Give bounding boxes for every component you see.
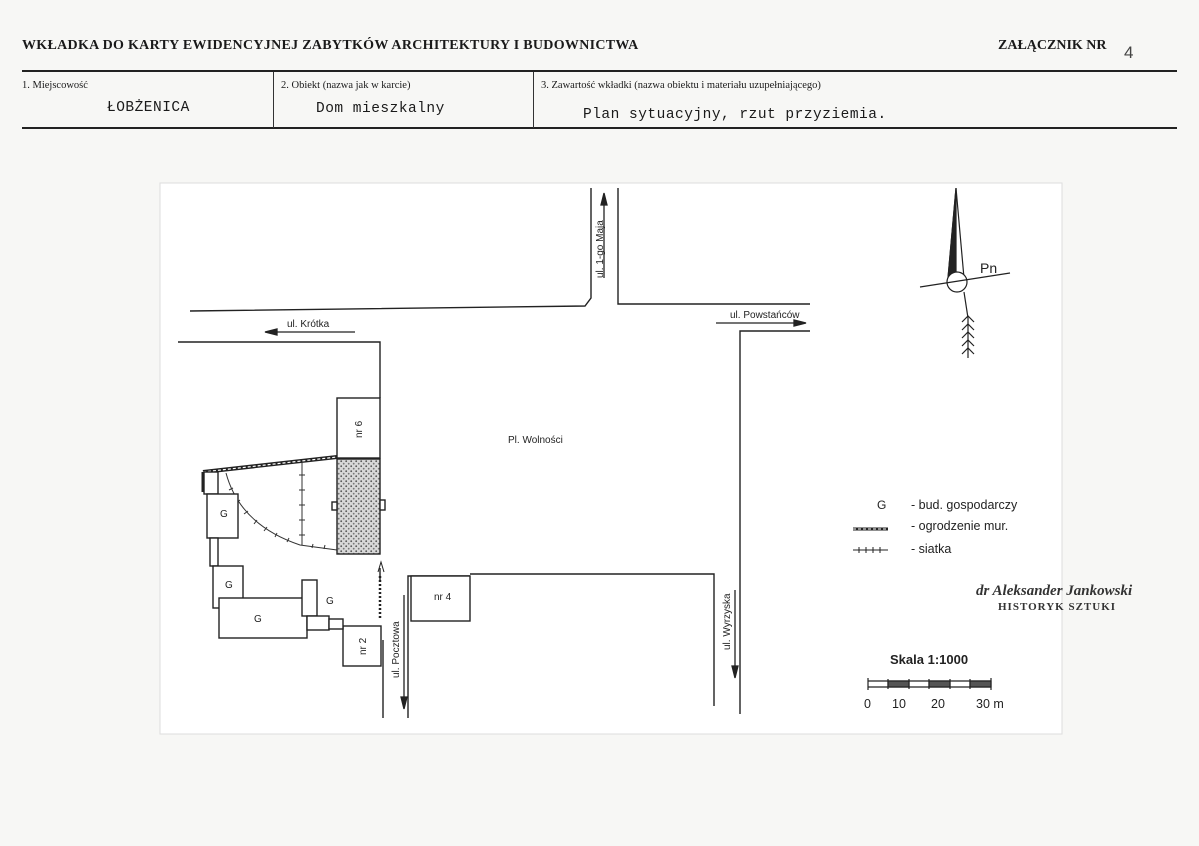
farm-building bbox=[301, 579, 318, 617]
gate-mark bbox=[377, 560, 385, 573]
building-main-house bbox=[336, 458, 381, 555]
legend-text-farm: - bud. gospodarczy bbox=[911, 498, 1018, 512]
street-edge bbox=[189, 188, 592, 312]
farm-building bbox=[206, 493, 239, 539]
farm-building bbox=[306, 615, 330, 631]
scale-title: Skala 1:1000 bbox=[890, 652, 968, 667]
scale-tick-30: 30 m bbox=[976, 697, 1004, 711]
field-divider-2 bbox=[533, 72, 534, 128]
street-label-pocztowa: ul. Pocztowa bbox=[391, 621, 402, 678]
document-title: WKŁADKA DO KARTY EWIDENCYJNEJ ZABYTKÓW A… bbox=[22, 38, 639, 53]
building-label-nr4: nr 4 bbox=[434, 592, 452, 603]
field-value-locality: ŁOBŻENICA bbox=[107, 100, 190, 116]
farm-building bbox=[328, 618, 344, 630]
farm-building bbox=[218, 597, 308, 639]
building-label-g: G bbox=[326, 596, 334, 607]
street-label-powstancow: ul. Powstańców bbox=[730, 310, 800, 321]
scale-tick-20: 20 bbox=[931, 697, 945, 711]
north-arrow bbox=[919, 187, 1011, 358]
attachment-label: ZAŁĄCZNIK NR bbox=[998, 38, 1107, 53]
farm-building bbox=[209, 537, 219, 567]
scale-bar bbox=[867, 678, 992, 690]
street-label-maja: ul. 1-go Maja bbox=[595, 220, 606, 278]
mesh-fence bbox=[225, 472, 338, 551]
legend-swatch-mesh bbox=[853, 547, 888, 553]
street-edge bbox=[617, 188, 810, 305]
street-label-wyrzyska: ul. Wyrzyska bbox=[722, 593, 733, 650]
attachment-number: 4 bbox=[1124, 43, 1134, 62]
signature-name: dr Aleksander Jankowski bbox=[976, 583, 1133, 599]
field-label-content: 3. Zawartość wkładki (nazwa obiektu i ma… bbox=[541, 80, 821, 91]
square-label: Pl. Wolności bbox=[508, 435, 563, 446]
header-top-rule bbox=[22, 70, 1177, 72]
legend-text-wall: - ogrodzenie mur. bbox=[911, 519, 1008, 533]
building-label-g: G bbox=[254, 614, 262, 625]
north-label: Pn bbox=[980, 260, 997, 276]
building-nr6 bbox=[336, 397, 381, 459]
building-label-g: G bbox=[225, 580, 233, 591]
scale-tick-0: 0 bbox=[864, 697, 871, 711]
header-bottom-rule bbox=[22, 127, 1177, 129]
building-label-nr6: nr 6 bbox=[354, 420, 365, 438]
legend-symbol-g: G bbox=[877, 498, 886, 512]
signature-title: HISTORYK SZTUKI bbox=[998, 601, 1117, 613]
street-label-krotka: ul. Krótka bbox=[287, 319, 330, 330]
building-nr4 bbox=[410, 575, 471, 622]
street-edge bbox=[739, 330, 810, 714]
legend-text-mesh: - siatka bbox=[911, 542, 951, 556]
field-label-locality: 1. Miejscowość bbox=[22, 80, 88, 91]
field-value-content: Plan sytuacyjny, rzut przyziemia. bbox=[583, 107, 887, 123]
field-label-object: 2. Obiekt (nazwa jak w karcie) bbox=[281, 80, 411, 91]
farm-building bbox=[203, 471, 219, 495]
street-edge bbox=[178, 341, 381, 398]
scale-tick-10: 10 bbox=[892, 697, 906, 711]
building-label-nr2: nr 2 bbox=[358, 637, 369, 655]
building-label-g: G bbox=[220, 509, 228, 520]
field-value-object: Dom mieszkalny bbox=[316, 101, 445, 117]
building-nr2 bbox=[342, 625, 382, 667]
street-edge bbox=[470, 573, 715, 706]
field-divider-1 bbox=[273, 72, 274, 128]
